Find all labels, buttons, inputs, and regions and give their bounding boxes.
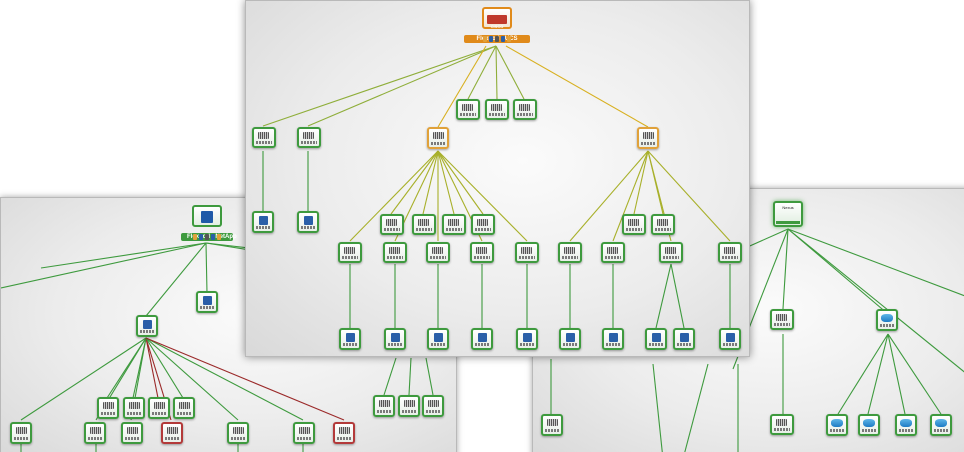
nexus-vlan-node[interactable]	[895, 414, 917, 436]
ucs-vhba-node[interactable]	[384, 328, 406, 350]
ucs-server-node[interactable]	[252, 127, 276, 148]
netapp-lun-node[interactable]	[84, 422, 106, 444]
ucs-vhba-node[interactable]	[471, 328, 493, 350]
ucs-adapter-node[interactable]	[338, 242, 362, 263]
ucs-adapter-node[interactable]	[718, 242, 742, 263]
ucs-vhba-node[interactable]	[673, 328, 695, 350]
ucs-vhba-node[interactable]	[645, 328, 667, 350]
ucs-blade-node[interactable]	[471, 214, 495, 235]
ucs-adapter-node[interactable]	[470, 242, 494, 263]
netapp-lun-node[interactable]	[10, 422, 32, 444]
ucs-fabric-interconnect-a[interactable]	[427, 127, 449, 149]
netapp-lun-node[interactable]	[121, 422, 143, 444]
ucs-root-node[interactable]: CISCO Flexpod - UCS	[464, 7, 530, 43]
netapp-aggregate-node[interactable]	[196, 291, 218, 313]
ucs-hba-node[interactable]	[297, 211, 319, 233]
nexus-module-node[interactable]	[770, 414, 794, 435]
ucs-hba-node[interactable]	[252, 211, 274, 233]
ucs-adapter-node[interactable]	[426, 242, 450, 263]
netapp-logo-icon	[192, 205, 222, 227]
ucs-adapter-node[interactable]	[515, 242, 539, 263]
netapp-lun-node-critical[interactable]	[333, 422, 355, 444]
ucs-chassis-node[interactable]	[485, 99, 509, 120]
ucs-blade-node[interactable]	[380, 214, 404, 235]
nexus-vlan-node[interactable]	[858, 414, 880, 436]
status-icons	[471, 29, 523, 42]
nexus-root-node[interactable]: Nexus	[773, 201, 803, 227]
ucs-adapter-node[interactable]	[558, 242, 582, 263]
nexus-links	[550, 228, 964, 452]
ucs-topology-window[interactable]: CISCO Flexpod - UCS	[245, 0, 750, 357]
nexus-switch-node[interactable]	[770, 309, 794, 330]
netapp-root-node[interactable]: Flexpod - NetApp	[181, 205, 237, 241]
cisco-logo-icon: CISCO	[482, 7, 512, 29]
ucs-adapter-node[interactable]	[601, 242, 625, 263]
netapp-lun-node[interactable]	[227, 422, 249, 444]
ucs-vhba-node[interactable]	[516, 328, 538, 350]
ucs-adapter-node[interactable]	[659, 242, 683, 263]
ucs-blade-node[interactable]	[622, 214, 646, 235]
ucs-vhba-node[interactable]	[339, 328, 361, 350]
nexus-vlan-node[interactable]	[930, 414, 952, 436]
netapp-share-node[interactable]	[422, 395, 444, 417]
ucs-vhba-node[interactable]	[719, 328, 741, 350]
netapp-share-node[interactable]	[398, 395, 420, 417]
ucs-blade-node[interactable]	[412, 214, 436, 235]
status-icons	[181, 227, 233, 240]
ucs-fabric-interconnect-b[interactable]	[637, 127, 659, 149]
ucs-blade-node[interactable]	[442, 214, 466, 235]
netapp-volume-node[interactable]	[148, 397, 170, 419]
ucs-vhba-node[interactable]	[559, 328, 581, 350]
nexus-root-label: Nexus	[782, 205, 794, 210]
ucs-blade-node[interactable]	[651, 214, 675, 235]
netapp-lun-node-critical[interactable]	[161, 422, 183, 444]
netapp-volume-node[interactable]	[173, 397, 195, 419]
ucs-vhba-node[interactable]	[427, 328, 449, 350]
netapp-lun-node[interactable]	[293, 422, 315, 444]
nexus-vlan-node[interactable]	[826, 414, 848, 436]
ucs-vhba-node[interactable]	[602, 328, 624, 350]
ucs-server-node[interactable]	[297, 127, 321, 148]
netapp-share-node[interactable]	[373, 395, 395, 417]
ucs-adapter-node[interactable]	[383, 242, 407, 263]
nexus-cloud-node[interactable]	[876, 309, 898, 331]
netapp-volume-node[interactable]	[97, 397, 119, 419]
cloud-icon	[881, 314, 893, 322]
netapp-volume-node[interactable]	[123, 397, 145, 419]
ucs-chassis-node[interactable]	[513, 99, 537, 120]
nexus-port-node[interactable]	[541, 414, 563, 436]
ucs-links	[262, 45, 731, 329]
ucs-chassis-node[interactable]	[456, 99, 480, 120]
netapp-links	[1, 242, 456, 452]
netapp-controller-node[interactable]	[136, 315, 158, 337]
